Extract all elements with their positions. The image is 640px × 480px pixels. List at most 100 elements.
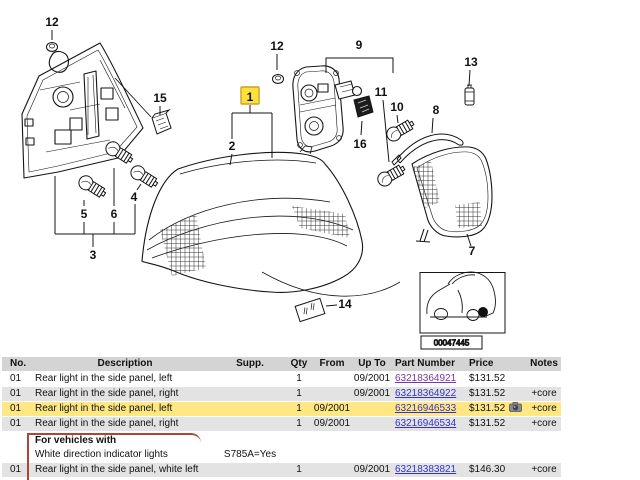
bulb-drawings-right (375, 117, 416, 189)
cell-qty: 1 (296, 464, 302, 475)
cell-no: 01 (10, 418, 22, 429)
table-row[interactable]: 01 Rear light in the side panel, right 1… (2, 387, 561, 401)
price-text: $131.52 (469, 403, 506, 414)
callout-8[interactable]: 8 (433, 103, 440, 117)
bulb-drawings-left (76, 139, 160, 200)
cell-notes: +core (531, 464, 557, 475)
callout-16[interactable]: 16 (353, 137, 367, 151)
cell-upto (351, 402, 393, 416)
callout-11[interactable]: 11 (375, 85, 388, 99)
tail-light-lens-drawing (142, 146, 400, 296)
cell-price: $131.52 (469, 418, 506, 429)
cell-notes: +core (531, 388, 557, 399)
cell-from: 09/2001 (313, 418, 351, 429)
section-subtitle: White direction indicator lights (35, 449, 168, 460)
cell-supp (215, 372, 285, 386)
cell-no: 01 (10, 403, 22, 414)
table-row[interactable]: 01 Rear light in the side panel, left 1 … (2, 372, 561, 386)
callout-15[interactable]: 15 (153, 91, 167, 105)
cell-from (313, 372, 351, 386)
header-supp: Supp. (236, 358, 264, 369)
cell-supp (215, 402, 285, 416)
cell-price: $131.52 (469, 373, 506, 384)
cell-description: Rear light in the side panel, left (35, 373, 173, 384)
table-row[interactable]: 01 Rear light in the side panel, right 1… (2, 417, 561, 431)
cell-supp (215, 417, 285, 431)
rear-light-location-dot (478, 307, 488, 317)
cell-upto (351, 417, 393, 431)
highlighted-callout-box[interactable] (241, 87, 259, 104)
cell-no: 01 (10, 464, 22, 475)
festoon-bulb-drawing (465, 85, 474, 105)
callout-7[interactable]: 7 (469, 244, 476, 258)
part-number-link[interactable]: 63218364921 (395, 373, 457, 384)
callout-4[interactable]: 4 (131, 190, 138, 204)
cell-notes: +core (531, 403, 557, 414)
part-number-link[interactable]: 63216946533 (395, 403, 457, 414)
header-from: From (319, 358, 345, 369)
bulb-carrier-drawing (293, 66, 362, 152)
table-row[interactable]: 01 Rear light in the side panel, white l… (2, 463, 561, 477)
car-location-thumbnail: 00047445 (420, 272, 505, 349)
cell-price: $131.52 (467, 402, 527, 416)
cell-from (313, 463, 351, 477)
grommet-drawing-left (47, 43, 58, 52)
inner-lens-drawing (412, 147, 492, 242)
callout-5[interactable]: 5 (81, 207, 88, 221)
table-row-selected[interactable]: 01 Rear light in the side panel, left 1 … (2, 402, 561, 416)
callout-labels: 1 2 3 4 5 6 7 8 9 10 11 12 12 13 14 15 1… (45, 15, 478, 311)
callout-9[interactable]: 9 (356, 38, 363, 52)
cell-description: Rear light in the side panel, white left (35, 464, 199, 475)
parts-diagram: 1 2 3 4 5 6 7 8 9 10 11 12 12 13 14 15 1… (0, 15, 640, 357)
callout-2[interactable]: 2 (229, 139, 236, 153)
cell-no: 01 (10, 373, 22, 384)
parts-table: No. Description Supp. Qty From Up To Par… (2, 357, 561, 478)
table-section-note: For vehicles with White direction indica… (2, 432, 561, 462)
cell-supp (215, 387, 285, 401)
photo-icon[interactable] (509, 402, 523, 413)
cell-qty: 1 (296, 373, 302, 384)
diagram-id-box (421, 336, 482, 349)
header-no: No. (10, 358, 27, 369)
part-number-link[interactable]: 63218364922 (395, 388, 457, 399)
cell-from (313, 387, 351, 401)
grommet-drawing-middle (273, 75, 284, 84)
callout-12-middle[interactable]: 12 (270, 39, 284, 53)
header-description: Description (97, 358, 153, 369)
cell-supp (215, 463, 285, 477)
cell-qty: 1 (296, 418, 302, 429)
part-number-link[interactable]: 63218383821 (395, 464, 457, 475)
section-supp-code: S785A=Yes (223, 449, 277, 460)
header-notes: Notes (530, 358, 558, 369)
callout-10[interactable]: 10 (390, 100, 404, 114)
header-qty: Qty (290, 358, 308, 369)
gasket-strip-drawing (392, 134, 463, 165)
variant-group-bracket (27, 433, 201, 480)
cell-description: Rear light in the side panel, right (35, 388, 179, 399)
callout-1[interactable]: 1 (247, 90, 254, 104)
header-part-number: Part Number (395, 358, 456, 369)
callout-12-left[interactable]: 12 (45, 15, 59, 29)
table-header-row: No. Description Supp. Qty From Up To Par… (2, 357, 561, 371)
cell-upto: 09/2001 (353, 464, 391, 475)
callout-3[interactable]: 3 (90, 248, 97, 262)
callout-6[interactable]: 6 (111, 207, 118, 221)
sticker-drawing (295, 298, 325, 321)
rear-light-housing-drawing (22, 43, 143, 178)
cell-from: 09/2001 (313, 403, 351, 414)
callout-13[interactable]: 13 (464, 55, 478, 69)
cell-no: 01 (10, 388, 22, 399)
cell-description: Rear light in the side panel, left (35, 403, 173, 414)
diagram-id: 00047445 (434, 339, 470, 348)
cell-qty: 1 (296, 403, 302, 414)
cell-price: $146.30 (469, 464, 506, 475)
cell-upto: 09/2001 (353, 373, 391, 384)
cell-qty: 1 (296, 388, 302, 399)
callout-14[interactable]: 14 (338, 297, 352, 311)
section-title: For vehicles with (35, 435, 117, 446)
part-number-link[interactable]: 63216946534 (395, 418, 457, 429)
header-upto: Up To (358, 358, 386, 369)
header-price: Price (469, 358, 494, 369)
cell-notes (527, 372, 561, 386)
